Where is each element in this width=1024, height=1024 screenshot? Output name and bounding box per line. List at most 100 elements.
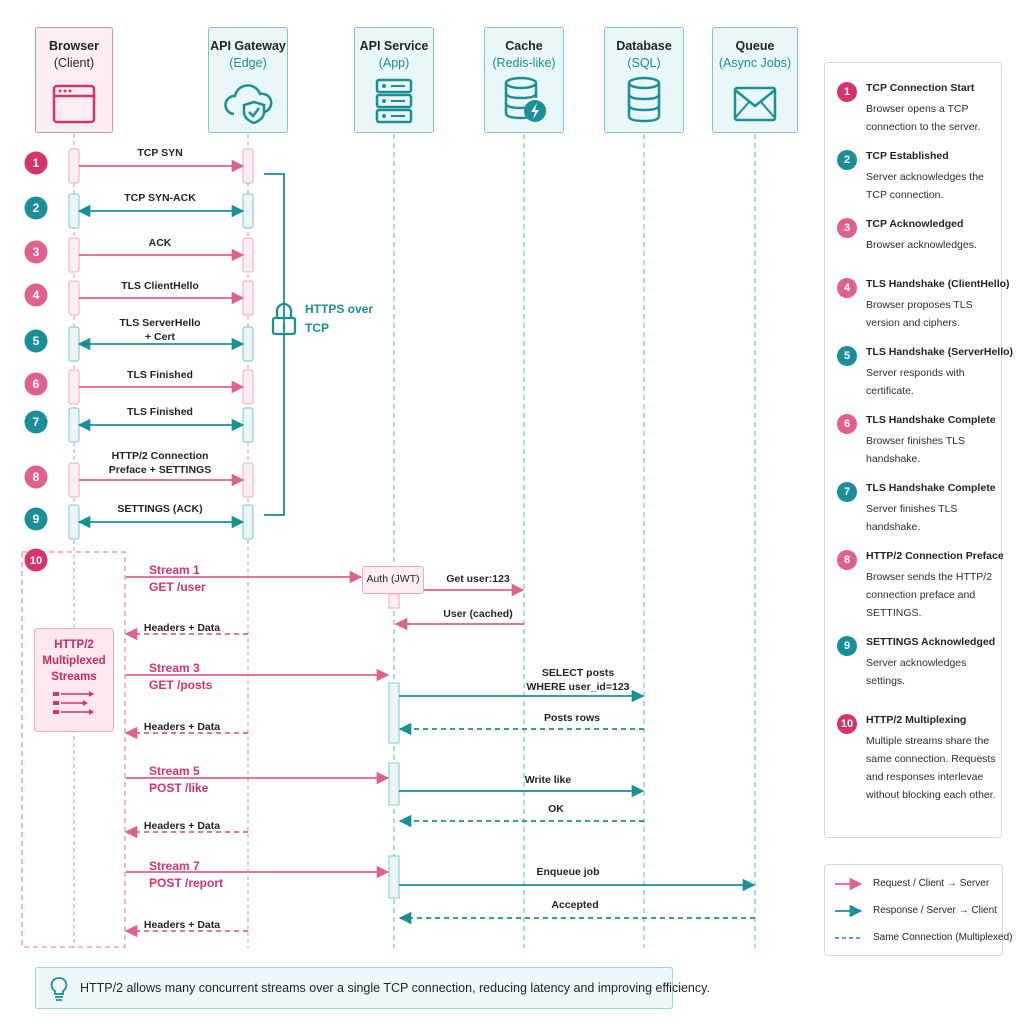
step-number-badge [24,372,48,396]
auth-jwt-box: Auth (JWT) [362,566,424,594]
arrow-key-icons [835,877,863,939]
step-label: SETTINGS (ACK) [117,503,203,515]
legend-description: Multiple streams share the same connecti… [866,735,996,801]
actor-api-service: API Service (App) [354,27,434,133]
step-number: 8 [33,470,40,484]
actor-subtitle: (Edge) [229,56,267,70]
step-number-badge [24,507,48,531]
actor-title: Queue [735,39,775,53]
step-number: 7 [33,415,40,429]
legend-number: 3 [837,218,857,238]
cache-reply-label: User (cached) [443,608,513,620]
legend-title: TLS Handshake Complete [866,414,996,426]
activation-bar [242,504,254,540]
queue-accepted-label: Accepted [551,899,599,911]
activation-bar [388,762,400,806]
legend-title: SETTINGS Acknowledged [866,636,996,648]
db-rows-label: Posts rows [543,712,601,724]
actor-title: Cache [505,39,543,53]
legend-number: 9 [837,636,857,656]
stream-1-response-label: Headers + Data [143,622,221,634]
multiplex-region [21,551,126,948]
step-number: 4 [33,288,40,302]
footnote-text: HTTP/2 allows many concurrent streams ov… [80,981,710,995]
step-number-badge [24,410,48,434]
actor-subtitle: (Client) [53,56,95,70]
step-number: 2 [33,201,40,215]
legend-number: 6 [837,414,857,434]
actor-title: API Gateway [210,39,286,53]
activation-bar [68,369,80,405]
legend-title: TLS Handshake (ClientHello) [866,278,1010,290]
key-response-label: Response / Server → Client [873,905,997,916]
legend-number: 7 [837,482,857,502]
legend-description: Browser finishes TLS handshake. [866,435,966,465]
activation-bar [388,855,400,899]
actor-title: Browser [48,39,100,53]
legend-title: HTTP/2 Multiplexing [866,714,967,726]
activation-bar [242,193,254,229]
stream-3-response-label: Headers + Data [143,721,221,733]
step-number: 3 [33,245,40,259]
activation-bar [388,593,400,609]
legend-description: Server responds with certificate. [866,367,965,397]
actor-database: Database (SQL) [604,27,684,133]
step-label: ACK [148,237,172,249]
activation-bar [68,407,80,443]
cloud-shield-icon [224,84,273,124]
db-write-label: Write like [524,774,572,786]
legend-description: Server acknowledges the TCP connection. [866,171,984,201]
legend-number: 10 [837,714,857,734]
legend-title: TCP Established [866,150,949,162]
activation-bar [388,682,400,744]
step-label: TCP SYN-ACK [124,192,196,204]
legend-description: Browser sends the HTTP/2 connection pref… [866,571,993,619]
actor-api-gateway: API Gateway (Edge) [208,27,288,133]
server-stack-icon [375,78,413,124]
step-number-badge [24,329,48,353]
step-number-badge [24,548,48,572]
legend-description: Browser proposes TLS version and ciphers… [866,299,973,329]
database-icon [627,76,661,123]
activation-bar [68,504,80,540]
multiplexed-streams-label: HTTP/2 Multiplexed Streams [42,639,106,683]
activation-bar [242,462,254,498]
cache-get-label: Get user:123 [446,573,510,585]
multiplexed-streams-box: HTTP/2 Multiplexed Streams [34,628,114,732]
step-label: HTTP/2 Connection Preface + SETTINGS [108,450,212,476]
step-number: 10 [30,555,42,567]
legend-title: TCP Acknowledged [866,218,964,230]
arrow-key: Request / Client → Server Response / Ser… [824,864,1013,956]
step-number: 1 [33,156,40,170]
legend-title: TCP Connection Start [866,82,975,94]
legend-description: Browser opens a TCP connection to the se… [866,103,981,133]
activation-bar [242,326,254,362]
legend-title: HTTP/2 Connection Preface [866,550,1004,562]
browser-window-icon [52,84,96,124]
actor-queue: Queue (Async Jobs) [712,27,798,133]
db-select-label: SELECT posts WHERE user_id=123 [526,667,630,693]
activation-bar [242,407,254,443]
actor-browser: Browser (Client) [35,27,113,133]
step-number-badge [24,465,48,489]
step-label: TLS ClientHello [121,280,199,292]
actor-title: API Service [359,39,429,53]
actor-subtitle: (App) [378,56,410,70]
legend-number: 5 [837,346,857,366]
actor-title: Database [616,39,672,53]
lightbulb-icon [50,977,68,1001]
legend-number: 2 [837,150,857,170]
step-number: 5 [33,334,40,348]
stream-5-response-label: Headers + Data [143,820,221,832]
envelope-icon [733,86,777,122]
activation-bar [68,280,80,316]
actor-subtitle: (Redis-like) [492,56,556,70]
https-over-tcp-label: HTTPS over TCP [305,302,374,335]
db-ok-label: OK [548,803,564,815]
lock-icon [271,302,297,336]
activation-bar [68,462,80,498]
step-number-badge [24,151,48,175]
